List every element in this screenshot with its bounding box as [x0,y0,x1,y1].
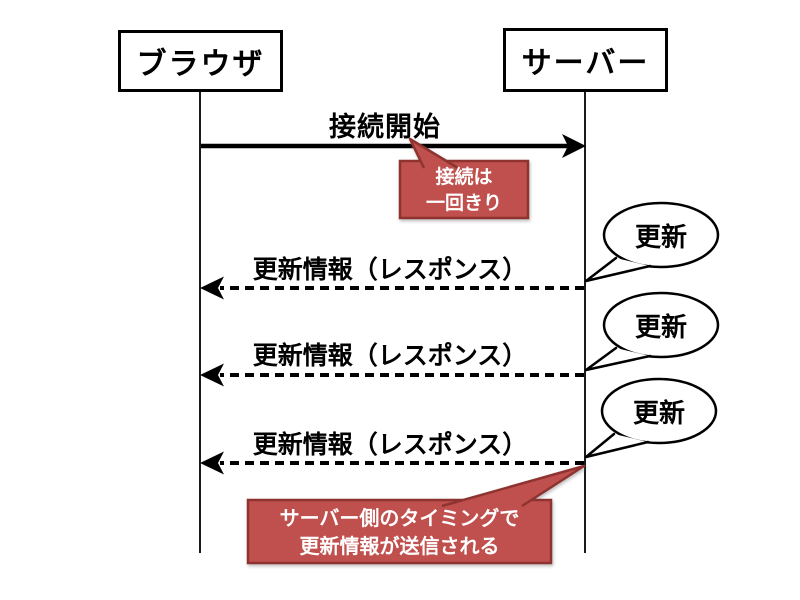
callout-timing-tail [441,464,586,508]
callout-timing-line-2: 更新情報が送信される [299,533,500,558]
message-label-connect: 接続開始 [329,111,441,143]
callout-once-box [398,159,530,220]
response-arrow-3-head [200,451,224,475]
actor-label-browser: ブラウザ [136,47,265,82]
callout-server-timing-text: サーバー側のタイミングで 更新情報が送信される [248,500,551,563]
message-label-response-1: 更新情報（レスポンス） [252,255,528,284]
callout-once-line-2: 一回きり [425,191,502,214]
message-label-response-3: 更新情報（レスポンス） [252,430,528,459]
bubble-label-update-1: 更新 [634,222,687,253]
response-arrow-1-head [200,276,224,300]
speech-bubble-3-tail [584,432,650,459]
speech-bubble-1-tail [584,256,652,283]
callout-timing-line-1: サーバー側のタイミングで [279,505,520,530]
speech-bubble-update-3 [584,377,718,459]
bubble-label-update-3: 更新 [632,398,685,429]
speech-bubble-update-2 [584,291,720,372]
bubble-label-update-2: 更新 [634,312,687,343]
response-arrow-2-head [200,363,224,387]
connect-arrow-head [562,134,586,158]
callout-connection-once-shape [398,137,530,220]
actor-label-server: サーバー [521,46,650,81]
callout-timing-box [246,498,553,565]
message-label-response-2: 更新情報（レスポンス） [252,341,528,370]
actor-box-server: サーバー [503,28,668,92]
callout-server-timing-shape [246,464,586,565]
speech-bubble-2-tail [584,346,652,372]
callout-connection-once-text: 接続は 一回きり [400,161,528,218]
actor-box-browser: ブラウザ [118,30,283,92]
callout-once-line-1: 接続は [435,165,493,188]
speech-bubble-update-1 [584,201,720,283]
callout-once-tail [408,137,459,170]
